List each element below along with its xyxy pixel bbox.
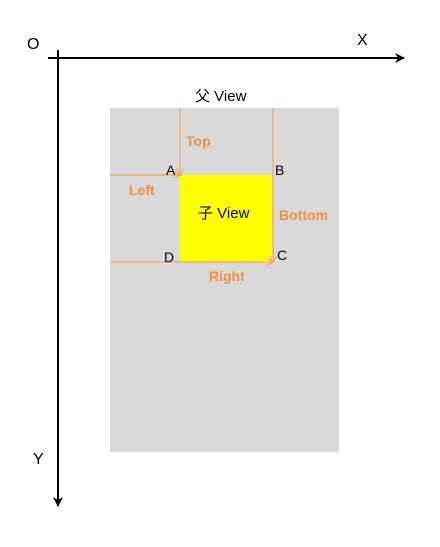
corner-d-label: D (164, 249, 175, 265)
origin-label: O (27, 36, 40, 53)
corner-c-label: C (277, 247, 288, 263)
corner-a-label: A (166, 162, 176, 178)
parent-view (110, 108, 339, 452)
parent-view-label: 父 View (195, 88, 247, 105)
x-axis-label: X (357, 32, 368, 49)
top-edge-label: Top (186, 133, 211, 149)
child-view-label: 子 View (198, 205, 250, 222)
child-view (180, 175, 273, 262)
left-edge-label: Left (129, 182, 155, 198)
bottom-edge-label: Bottom (279, 207, 328, 223)
corner-b-label: B (275, 162, 285, 178)
right-edge-label: Right (209, 268, 245, 284)
y-axis-label: Y (33, 451, 44, 468)
